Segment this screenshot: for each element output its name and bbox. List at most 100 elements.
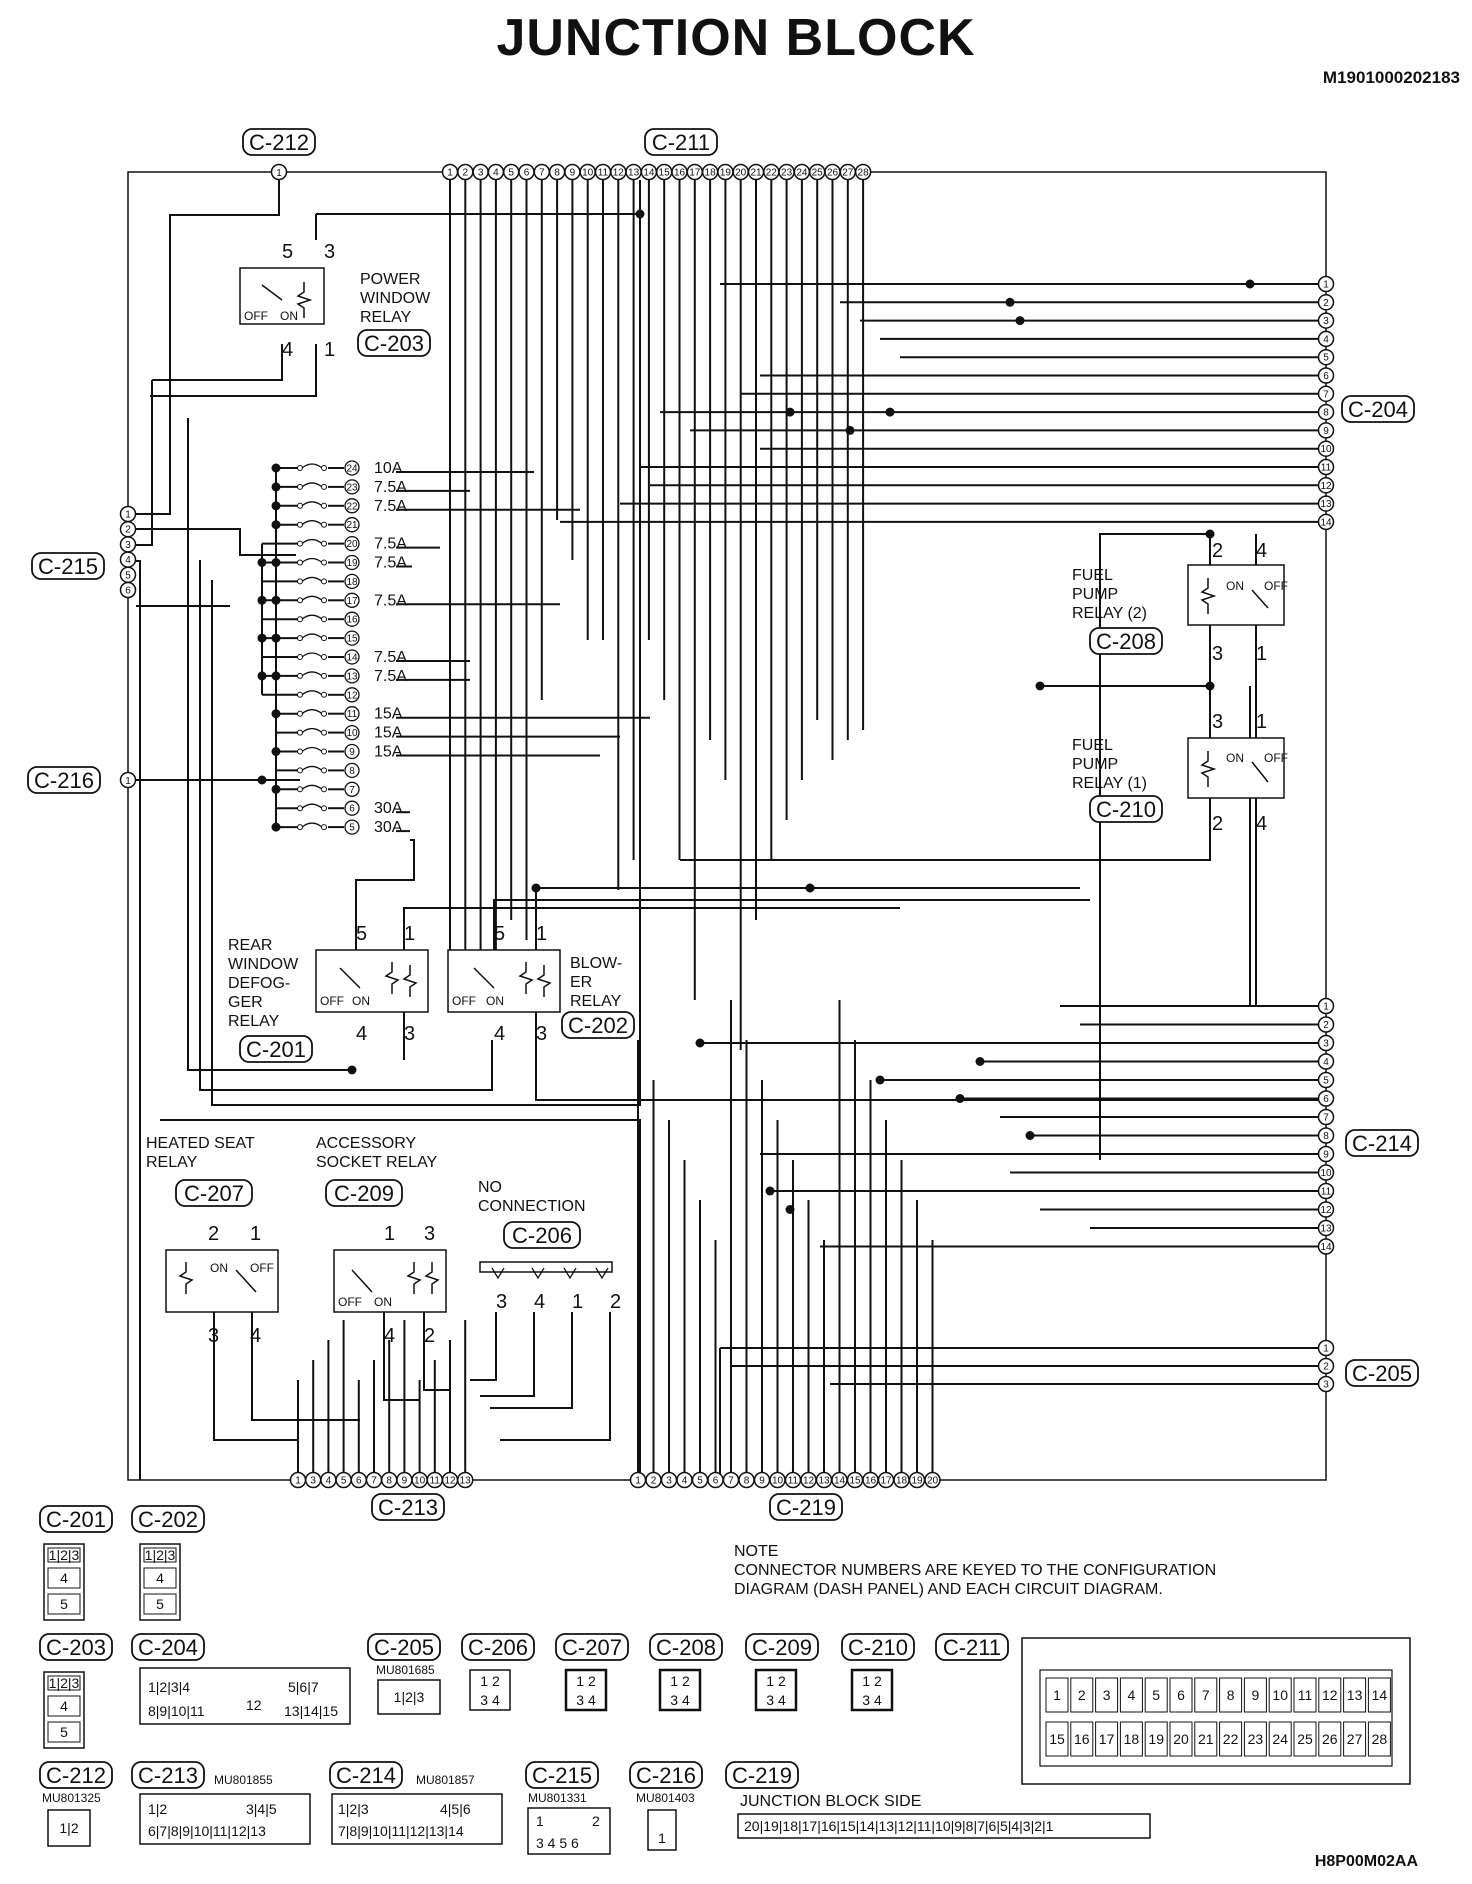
svg-text:DEFOG-: DEFOG- — [228, 975, 290, 992]
svg-text:23: 23 — [1248, 1731, 1264, 1747]
svg-text:12: 12 — [444, 1476, 456, 1487]
svg-text:25: 25 — [812, 168, 824, 179]
svg-text:24: 24 — [1272, 1731, 1288, 1747]
fuse-rating: 15A — [374, 744, 403, 761]
svg-text:RELAY: RELAY — [146, 1154, 198, 1171]
fuse-number: 7 — [349, 785, 355, 796]
svg-text:HEATED SEAT: HEATED SEAT — [146, 1135, 255, 1152]
svg-text:5: 5 — [341, 1476, 347, 1487]
pin — [1317, 367, 1335, 384]
svg-text:19: 19 — [1148, 1731, 1164, 1747]
svg-text:PUMP: PUMP — [1072, 756, 1118, 773]
svg-text:DIAGRAM (DASH PANEL) AND EACH: DIAGRAM (DASH PANEL) AND EACH CIRCUIT DI… — [734, 1581, 1163, 1598]
svg-text:1: 1 — [276, 168, 282, 179]
svg-text:2: 2 — [651, 1476, 657, 1487]
svg-text:4: 4 — [1323, 334, 1329, 345]
svg-text:NO: NO — [478, 1179, 502, 1196]
pin — [1317, 1127, 1335, 1144]
pin — [1317, 1219, 1335, 1237]
svg-text:11: 11 — [788, 1476, 799, 1487]
svg-text:1: 1 — [1323, 1002, 1329, 1013]
svg-text:1 2: 1 2 — [480, 1673, 500, 1689]
svg-text:23: 23 — [781, 168, 793, 179]
svg-text:14: 14 — [1320, 517, 1332, 528]
svg-text:3: 3 — [1323, 1039, 1329, 1050]
svg-text:9: 9 — [402, 1476, 408, 1487]
svg-text:MU801331: MU801331 — [528, 1791, 587, 1805]
fuse-number: 24 — [346, 464, 358, 475]
svg-text:6: 6 — [524, 168, 530, 179]
accessory-socket-relay: ACCESSORY SOCKET RELAY C-209 OFF ON 1 3 … — [316, 1135, 447, 1347]
svg-text:28: 28 — [1372, 1731, 1388, 1747]
svg-text:POWER: POWER — [360, 271, 420, 288]
fuse-number: 19 — [346, 558, 358, 569]
svg-text:3: 3 — [1212, 643, 1223, 665]
pin — [1317, 513, 1335, 531]
svg-text:5: 5 — [156, 1596, 164, 1612]
pin — [1317, 422, 1335, 439]
svg-text:15: 15 — [1049, 1731, 1065, 1747]
svg-text:2: 2 — [424, 1325, 435, 1347]
svg-text:C-206: C-206 — [468, 1635, 528, 1660]
svg-text:RELAY (1): RELAY (1) — [1072, 775, 1147, 792]
svg-text:3 4: 3 4 — [766, 1692, 786, 1708]
svg-text:4: 4 — [60, 1570, 68, 1586]
c202-label: C-202 — [568, 1013, 628, 1038]
svg-text:3: 3 — [478, 168, 484, 179]
fuse-number: 13 — [346, 671, 358, 682]
fuse-number: 15 — [346, 634, 358, 645]
c211-label: C-211 — [652, 130, 710, 155]
fuse-number: 23 — [346, 482, 358, 493]
svg-text:6: 6 — [356, 1476, 362, 1487]
c216-label: C-216 — [34, 768, 94, 793]
fuse-number: 20 — [346, 539, 358, 550]
svg-text:MU801685: MU801685 — [376, 1663, 435, 1677]
pin — [1317, 294, 1335, 311]
document-code: M1901000202183 — [1322, 68, 1460, 87]
svg-text:13: 13 — [1320, 1224, 1332, 1235]
svg-text:2: 2 — [125, 525, 131, 536]
fuse-rating: 7.5A — [374, 668, 407, 685]
svg-text:OFF: OFF — [338, 1295, 362, 1309]
svg-text:4: 4 — [493, 168, 499, 179]
svg-text:C-204: C-204 — [138, 1635, 198, 1660]
heated-seat-relay: HEATED SEAT RELAY C-207 ON OFF 2 1 3 4 — [146, 1135, 279, 1347]
fuse-number: 11 — [347, 709, 358, 720]
svg-text:MU801403: MU801403 — [636, 1791, 695, 1805]
svg-text:WINDOW: WINDOW — [228, 956, 299, 973]
svg-text:21: 21 — [750, 168, 762, 179]
note: NOTE CONNECTOR NUMBERS ARE KEYED TO THE … — [734, 1543, 1216, 1598]
svg-text:4: 4 — [384, 1325, 395, 1347]
svg-text:19: 19 — [720, 168, 732, 179]
svg-text:3 4: 3 4 — [576, 1692, 596, 1708]
pin — [1317, 1145, 1335, 1163]
svg-text:ON: ON — [1226, 579, 1244, 593]
svg-text:8|9|10|11: 8|9|10|11 — [148, 1703, 205, 1719]
svg-text:26: 26 — [827, 168, 839, 179]
svg-text:2: 2 — [1323, 1362, 1329, 1373]
svg-text:13: 13 — [1347, 1687, 1363, 1703]
fuel-pump-relay-1: ON OFF 3 1 2 4 FUEL PUMP RELAY (1) C-210 — [1072, 711, 1288, 835]
svg-text:22: 22 — [766, 168, 778, 179]
svg-text:1 2: 1 2 — [576, 1673, 596, 1689]
rear-window-defogger-relay: OFF ON 5 1 4 3 REAR WINDOW DEFOG- GER RE… — [228, 923, 429, 1063]
svg-text:8: 8 — [744, 1476, 750, 1487]
svg-text:11: 11 — [1321, 463, 1332, 474]
svg-text:4: 4 — [1128, 1687, 1136, 1703]
svg-text:28: 28 — [858, 168, 870, 179]
svg-text:2: 2 — [1323, 1020, 1329, 1031]
svg-text:5|6|7: 5|6|7 — [288, 1679, 319, 1695]
svg-text:3: 3 — [208, 1325, 219, 1347]
svg-text:16: 16 — [674, 168, 686, 179]
pin — [1317, 1339, 1335, 1357]
svg-text:11: 11 — [598, 168, 609, 179]
svg-text:8: 8 — [1323, 408, 1329, 419]
svg-text:6: 6 — [1323, 371, 1329, 382]
svg-text:7: 7 — [1202, 1687, 1210, 1703]
svg-text:RELAY (2): RELAY (2) — [1072, 605, 1147, 622]
svg-text:SOCKET RELAY: SOCKET RELAY — [316, 1154, 438, 1171]
svg-text:8: 8 — [386, 1476, 392, 1487]
